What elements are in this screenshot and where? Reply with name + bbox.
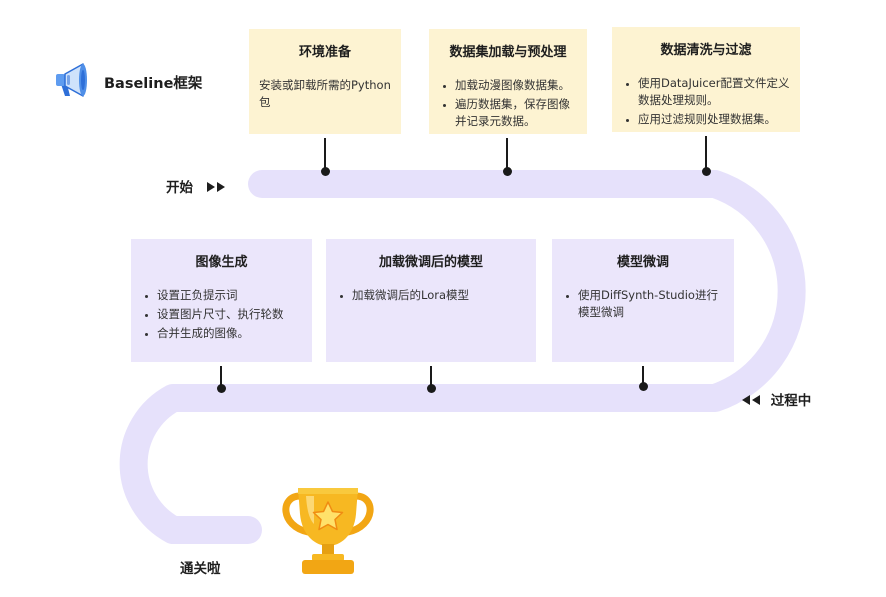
trophy-icon xyxy=(276,484,380,582)
track-node xyxy=(502,167,512,176)
step-card-data-cleaning: 数据清洗与过滤 使用DataJuicer配置文件定义数据处理规则。 应用过滤规则… xyxy=(612,27,800,132)
step-card-model-finetuning: 模型微调 使用DiffSynth-Studio进行模型微调 xyxy=(552,239,734,362)
step-bullets: 加载动漫图像数据集。 遍历数据集，保存图像并记录元数据。 xyxy=(439,77,577,131)
bullet-item: 加载动漫图像数据集。 xyxy=(455,77,577,94)
step-bullets: 使用DiffSynth-Studio进行模型微调 xyxy=(562,287,724,322)
step-title: 数据清洗与过滤 xyxy=(660,43,752,58)
megaphone-icon xyxy=(52,60,94,104)
rewind-icon xyxy=(740,393,771,409)
bullet-item: 设置图片尺寸、执行轮数 xyxy=(157,306,302,323)
card-connector xyxy=(324,138,326,172)
track-node xyxy=(638,382,648,391)
step-card-environment: 环境准备 安装或卸载所需的Python包 xyxy=(249,29,401,134)
brand-header: Baseline框架 xyxy=(52,60,202,104)
track-node xyxy=(426,384,436,393)
bullet-item: 应用过滤规则处理数据集。 xyxy=(638,111,790,128)
middle-label-text: 过程中 xyxy=(770,393,812,409)
end-label: 通关啦 xyxy=(180,561,221,577)
brand-title: Baseline框架 xyxy=(104,75,203,92)
step-bullets: 加载微调后的Lora模型 xyxy=(336,287,526,304)
bullet-item: 遍历数据集，保存图像并记录元数据。 xyxy=(455,96,577,131)
step-bullets: 设置正负提示词 设置图片尺寸、执行轮数 合并生成的图像。 xyxy=(141,287,302,343)
step-title: 图像生成 xyxy=(195,255,248,270)
step-title: 环境准备 xyxy=(298,45,351,60)
middle-label: 过程中 xyxy=(740,389,811,409)
bullet-item: 加载微调后的Lora模型 xyxy=(352,287,526,304)
start-label-text: 开始 xyxy=(166,180,193,196)
card-connector xyxy=(430,366,432,388)
step-description: 安装或卸载所需的Python包 xyxy=(259,77,391,109)
step-bullets: 使用DataJuicer配置文件定义数据处理规则。 应用过滤规则处理数据集。 xyxy=(622,75,790,129)
card-connector xyxy=(642,366,644,386)
step-title: 模型微调 xyxy=(616,255,669,270)
step-card-load-finetuned-model: 加载微调后的模型 加载微调后的Lora模型 xyxy=(326,239,536,362)
step-card-image-generation: 图像生成 设置正负提示词 设置图片尺寸、执行轮数 合并生成的图像。 xyxy=(131,239,312,362)
fast-forward-icon xyxy=(198,180,228,196)
start-label: 开始 xyxy=(166,176,228,196)
step-card-dataset-loading: 数据集加载与预处理 加载动漫图像数据集。 遍历数据集，保存图像并记录元数据。 xyxy=(429,29,587,134)
step-title: 加载微调后的模型 xyxy=(378,255,483,270)
step-title: 数据集加载与预处理 xyxy=(449,45,567,60)
card-connector xyxy=(220,366,222,388)
card-connector xyxy=(506,138,508,172)
track-node xyxy=(701,167,711,176)
track-node xyxy=(216,384,226,393)
card-connector xyxy=(705,136,707,172)
bullet-item: 设置正负提示词 xyxy=(157,287,302,304)
bullet-item: 使用DataJuicer配置文件定义数据处理规则。 xyxy=(638,75,790,110)
track-node xyxy=(320,167,330,176)
bullet-item: 合并生成的图像。 xyxy=(157,325,302,342)
bullet-item: 使用DiffSynth-Studio进行模型微调 xyxy=(578,287,724,322)
